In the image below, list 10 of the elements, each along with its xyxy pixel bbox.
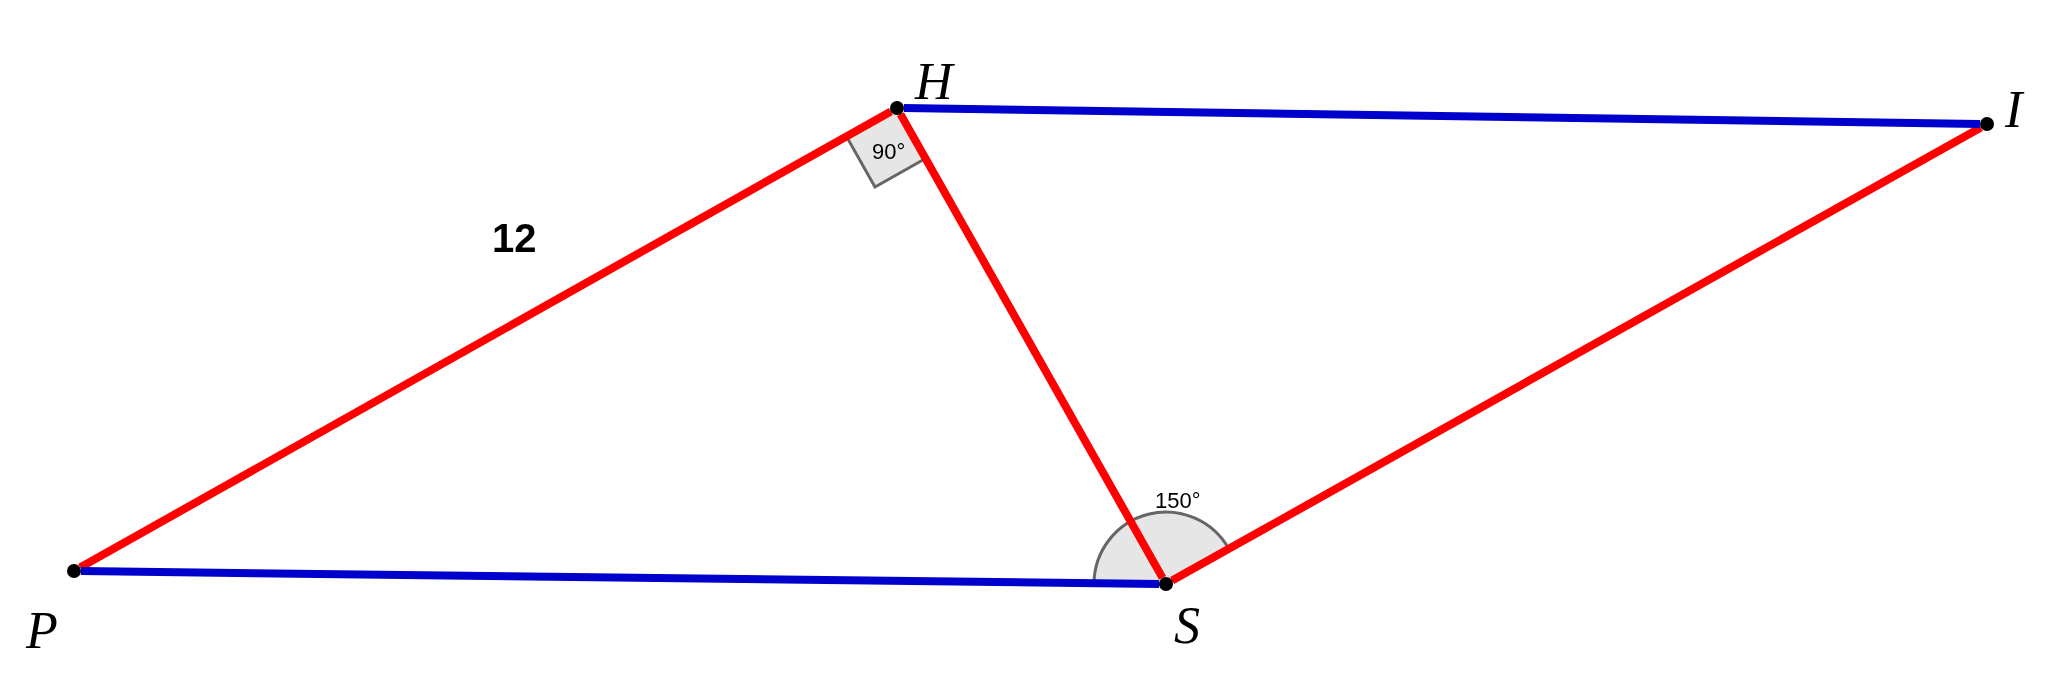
point-label: P [26, 605, 58, 657]
line-segment [903, 104, 1981, 128]
side-length: 12 [492, 218, 537, 258]
point-label: S [1174, 600, 1200, 652]
point-label: H [915, 56, 953, 108]
angle-value: 150° [1155, 490, 1201, 512]
line-segment [80, 567, 1160, 588]
line-segment [896, 112, 1167, 580]
angle-value: 90° [872, 141, 906, 163]
point-label: I [2005, 84, 2023, 136]
